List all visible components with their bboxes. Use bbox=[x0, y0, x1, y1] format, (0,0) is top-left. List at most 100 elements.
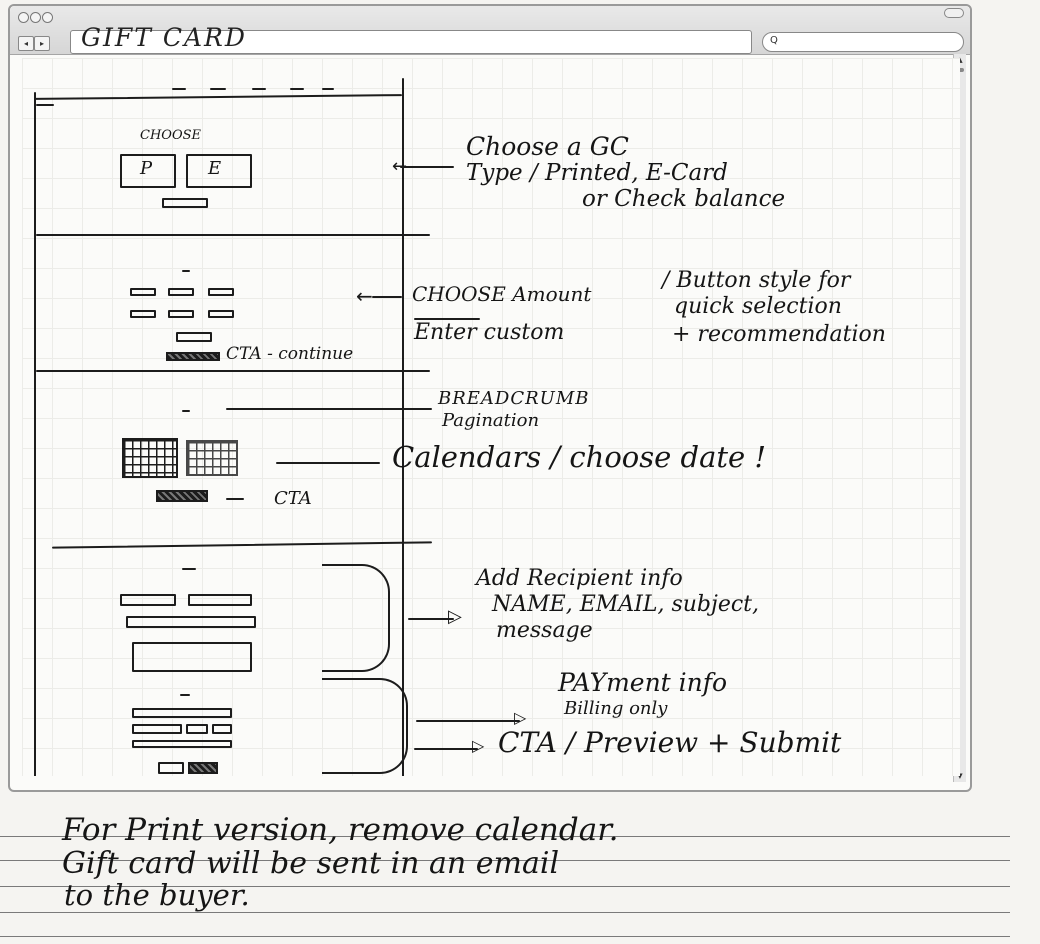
wireframe-canvas: CHOOSE P E ← Choose a GC Type / Printed,… bbox=[22, 58, 960, 776]
annotation-gc-type: Type / Printed, E-Card bbox=[466, 160, 728, 186]
payment-group-bracket bbox=[322, 678, 408, 774]
printed-card-option[interactable]: P bbox=[120, 154, 176, 188]
billing-field[interactable] bbox=[132, 708, 232, 718]
ruled-line bbox=[0, 860, 1010, 861]
magnifier-icon: Q bbox=[770, 35, 778, 46]
header-dash bbox=[252, 88, 266, 90]
section-divider bbox=[36, 234, 430, 236]
annotation-recipient: NAME, EMAIL, subject, bbox=[492, 592, 760, 617]
annotation-button-style: quick selection bbox=[674, 294, 842, 319]
annotation-arrow bbox=[372, 296, 402, 298]
submit-button[interactable] bbox=[188, 762, 218, 774]
title-dash bbox=[182, 568, 196, 570]
arrow-head-icon: ▷ bbox=[472, 736, 485, 755]
annotation-button-style: + recommendation bbox=[672, 322, 886, 347]
title-bar: ◂ ▸ GIFT CARD Q bbox=[10, 6, 970, 55]
check-balance-button[interactable] bbox=[162, 198, 208, 208]
header-dash bbox=[210, 88, 226, 90]
expiry-field[interactable] bbox=[186, 724, 208, 734]
card-number-field[interactable] bbox=[132, 724, 182, 734]
annotation-recipient: message bbox=[496, 618, 593, 643]
message-textarea[interactable] bbox=[132, 642, 252, 672]
breadcrumb-leader-line bbox=[226, 408, 432, 410]
amount-button[interactable] bbox=[130, 288, 156, 296]
recipient-email-field[interactable] bbox=[188, 594, 252, 606]
billing-address-field[interactable] bbox=[132, 740, 232, 748]
address-bar[interactable]: GIFT CARD bbox=[70, 23, 752, 54]
phone-frame-right-edge bbox=[402, 78, 404, 776]
ruled-line bbox=[0, 886, 1010, 887]
ecard-option[interactable]: E bbox=[186, 154, 252, 188]
annotation-amount: Enter custom bbox=[414, 320, 565, 345]
choose-label: CHOOSE bbox=[140, 128, 201, 143]
annotation-payment: PAYment info bbox=[558, 668, 728, 697]
custom-amount-input[interactable] bbox=[176, 332, 212, 342]
ruled-line bbox=[0, 836, 1010, 837]
arrow-head-icon: ▷ bbox=[514, 708, 527, 727]
address-bar-text: GIFT CARD bbox=[81, 23, 247, 52]
note-line: to the buyer. bbox=[64, 878, 250, 912]
arrow-head-icon: ← bbox=[356, 284, 373, 308]
arrow-head-icon: ▷ bbox=[448, 606, 462, 627]
section-divider bbox=[52, 541, 432, 549]
annotation-cta-preview: CTA / Preview + Submit bbox=[498, 726, 842, 759]
amount-button[interactable] bbox=[168, 288, 194, 296]
continue-cta-button[interactable] bbox=[166, 352, 220, 361]
forward-button[interactable]: ▸ bbox=[34, 36, 50, 51]
zoom-window-icon[interactable] bbox=[42, 12, 53, 23]
annotation-gc-type: Choose a GC bbox=[466, 132, 629, 161]
arrow-head-icon: ← bbox=[392, 156, 408, 177]
annotation-recipient: Add Recipient info bbox=[476, 566, 683, 591]
annotation-payment: Billing only bbox=[564, 698, 668, 719]
header-dash bbox=[290, 88, 304, 90]
title-dash bbox=[180, 694, 190, 696]
search-input[interactable]: Q bbox=[762, 32, 964, 52]
recipient-name-field[interactable] bbox=[120, 594, 176, 606]
preview-button[interactable] bbox=[158, 762, 184, 774]
browser-window: ◂ ▸ GIFT CARD Q ▲ ▼ CHOOSE P E bbox=[8, 4, 972, 792]
scroll-down-arrow-icon[interactable]: ▼ bbox=[957, 772, 963, 780]
section-divider bbox=[36, 370, 430, 372]
minimize-window-icon[interactable] bbox=[30, 12, 41, 23]
back-button[interactable]: ◂ bbox=[18, 36, 34, 51]
annotation-breadcrumb: BREADCRUMB bbox=[438, 388, 590, 409]
cvv-field[interactable] bbox=[212, 724, 232, 734]
annotation-gc-type: or Check balance bbox=[582, 186, 786, 212]
phone-menu-mark bbox=[36, 104, 54, 106]
amount-button[interactable] bbox=[168, 310, 194, 318]
payment-leader-line bbox=[416, 720, 520, 722]
phone-frame-left-edge bbox=[34, 92, 36, 776]
ruled-line bbox=[0, 936, 1010, 937]
note-line: Gift card will be sent in an email bbox=[62, 846, 560, 881]
cta-label: CTA bbox=[274, 488, 312, 509]
recipient-group-bracket bbox=[322, 564, 390, 672]
cta-leader-line bbox=[226, 498, 244, 500]
title-dash bbox=[182, 410, 190, 412]
toolbar-toggle-icon[interactable] bbox=[944, 8, 964, 18]
calendar-month[interactable] bbox=[186, 440, 238, 476]
calendar-month[interactable] bbox=[122, 438, 178, 478]
annotation-arrow bbox=[400, 166, 454, 168]
calendar-leader-line bbox=[276, 462, 380, 464]
printed-card-label: P bbox=[140, 158, 153, 179]
note-line: For Print version, remove calendar. bbox=[62, 812, 619, 848]
ruled-line bbox=[0, 912, 1010, 913]
annotation-amount: CHOOSE Amount bbox=[412, 282, 592, 306]
subject-field[interactable] bbox=[126, 616, 256, 628]
phone-header-line bbox=[33, 94, 403, 100]
annotation-calendar: Calendars / choose date ! bbox=[392, 440, 767, 474]
close-window-icon[interactable] bbox=[18, 12, 29, 23]
ecard-label: E bbox=[208, 158, 222, 179]
recipient-leader-line bbox=[408, 618, 454, 620]
title-dash bbox=[182, 270, 190, 272]
amount-button[interactable] bbox=[208, 288, 234, 296]
amount-button[interactable] bbox=[208, 310, 234, 318]
scroll-thumb[interactable] bbox=[956, 68, 964, 72]
cta-continue-label: CTA - continue bbox=[226, 344, 354, 364]
amount-button[interactable] bbox=[130, 310, 156, 318]
cta-preview-leader-line bbox=[414, 748, 478, 750]
annotation-button-style: / Button style for bbox=[662, 268, 851, 293]
header-dash bbox=[322, 88, 334, 90]
annotation-underline bbox=[414, 318, 480, 320]
calendar-cta-button[interactable] bbox=[156, 490, 208, 502]
